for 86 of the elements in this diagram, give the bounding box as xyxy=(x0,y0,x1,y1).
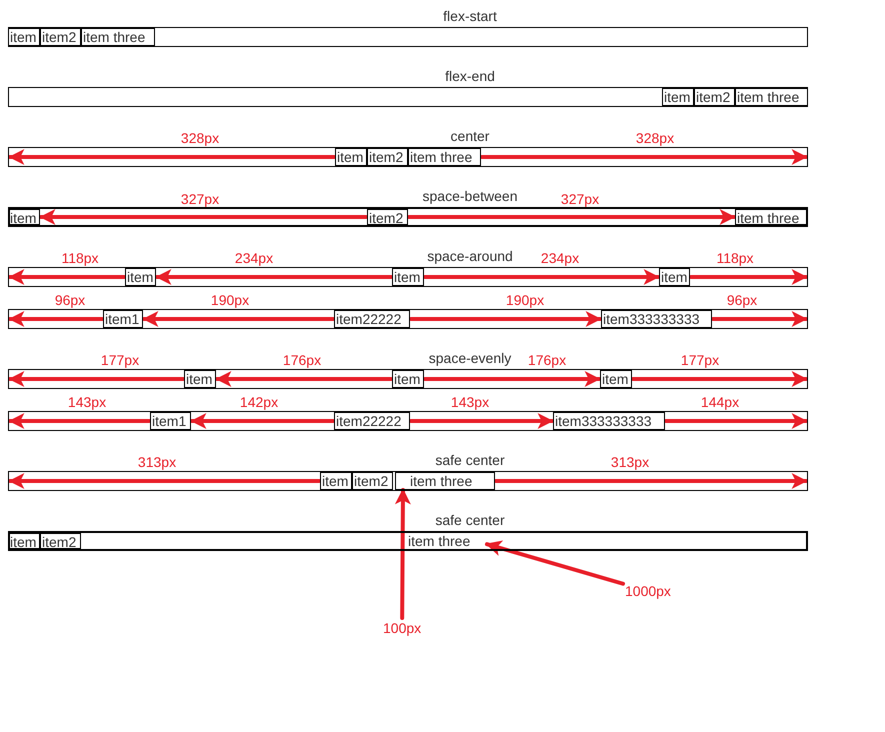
dimension-arrow xyxy=(155,269,393,285)
leader-arrow xyxy=(485,540,625,586)
flex-item: item xyxy=(8,28,40,46)
edge-label: 143px xyxy=(66,395,108,410)
dimension-arrow xyxy=(480,149,808,165)
flex-item: item xyxy=(662,88,694,106)
edge-label: 234px xyxy=(540,251,580,266)
edge-label: 177px xyxy=(680,353,720,368)
edge-label: 142px xyxy=(238,395,280,410)
flex-item: item1 xyxy=(103,310,143,328)
edge-label: 118px xyxy=(715,251,755,266)
flex-item: item xyxy=(184,370,216,388)
flex-item: item1 xyxy=(150,412,191,430)
dimension-arrow xyxy=(494,473,808,489)
edge-label: 144px xyxy=(700,395,740,410)
edge-label: 143px xyxy=(450,395,490,410)
edge-label: 96px xyxy=(54,293,86,308)
dimension-arrow xyxy=(8,269,126,285)
flex-item: item xyxy=(659,268,690,286)
edge-label: 328px xyxy=(180,131,220,146)
dimension-arrow xyxy=(142,311,335,327)
flex-item: item2 xyxy=(367,209,408,225)
dimension-arrow xyxy=(8,473,321,489)
flex-item: item333333333 xyxy=(553,412,665,430)
dimension-arrow xyxy=(423,269,660,285)
flex-item: item three xyxy=(408,148,481,166)
dimension-arrow xyxy=(8,413,151,429)
edge-label: 190px xyxy=(210,293,250,308)
flex-item: item xyxy=(392,370,424,388)
flex-item: item three xyxy=(395,472,495,490)
edge-label: 327px xyxy=(560,192,600,207)
flex-item: item xyxy=(335,148,367,166)
flex-item: item three xyxy=(735,88,808,106)
flex-item: item22222 xyxy=(334,310,410,328)
flex-item: item xyxy=(392,268,424,286)
flex-item: item xyxy=(8,533,40,549)
edge-label: 313px xyxy=(610,455,650,470)
heading: safe center xyxy=(435,512,505,528)
edge-label: 190px xyxy=(504,293,546,308)
edge-label: 313px xyxy=(136,455,178,470)
flex-item: item22222 xyxy=(334,412,410,430)
dimension-arrow xyxy=(711,311,808,327)
heading: center xyxy=(450,128,490,144)
flex-item: item xyxy=(8,209,40,225)
dimension-arrow xyxy=(39,209,368,225)
heading: space-around xyxy=(427,248,513,264)
dimension-arrow xyxy=(8,149,336,165)
edge-label: 118px xyxy=(60,251,100,266)
dimension-arrow xyxy=(8,311,104,327)
edge-label: 176px xyxy=(282,353,322,368)
flex-item: item2 xyxy=(40,28,81,46)
leader-arrow xyxy=(394,488,411,620)
flex-item: item three xyxy=(407,533,487,549)
dimension-arrow xyxy=(689,269,808,285)
heading: flex-end xyxy=(445,68,495,84)
heading: space-between xyxy=(422,188,518,204)
edge-label: 96px xyxy=(726,293,758,308)
flex-item: item2 xyxy=(352,472,393,490)
flex-item: item three xyxy=(81,28,155,46)
dimension-arrow xyxy=(409,311,602,327)
dimension-arrow xyxy=(631,371,808,387)
heading: space-evenly xyxy=(428,350,512,366)
edge-label: 177px xyxy=(100,353,140,368)
dimension-arrow xyxy=(423,371,601,387)
dimension-arrow xyxy=(215,371,393,387)
edge-label: 176px xyxy=(526,353,568,368)
flex-item: item2 xyxy=(367,148,408,166)
dimension-arrow xyxy=(8,371,185,387)
flex-item: item2 xyxy=(694,88,735,106)
flex-item: item xyxy=(125,268,156,286)
flex-item: item2 xyxy=(40,533,81,549)
edge-label: 328px xyxy=(634,131,676,146)
dimension-arrow xyxy=(409,413,554,429)
dimension-arrow xyxy=(190,413,335,429)
edge-label: 234px xyxy=(234,251,274,266)
heading: flex-start xyxy=(443,8,497,24)
heading: safe center xyxy=(435,452,505,468)
edge-label: 327px xyxy=(180,192,220,207)
flex-item: item three xyxy=(735,209,808,225)
flex-item: item333333333 xyxy=(601,310,712,328)
dimension-arrow xyxy=(407,209,736,225)
leader-label: 100px xyxy=(383,620,422,636)
flex-item: item xyxy=(600,370,632,388)
flex-item: item xyxy=(320,472,352,490)
dimension-arrow xyxy=(664,413,808,429)
leader-label: 1000px xyxy=(625,583,671,599)
